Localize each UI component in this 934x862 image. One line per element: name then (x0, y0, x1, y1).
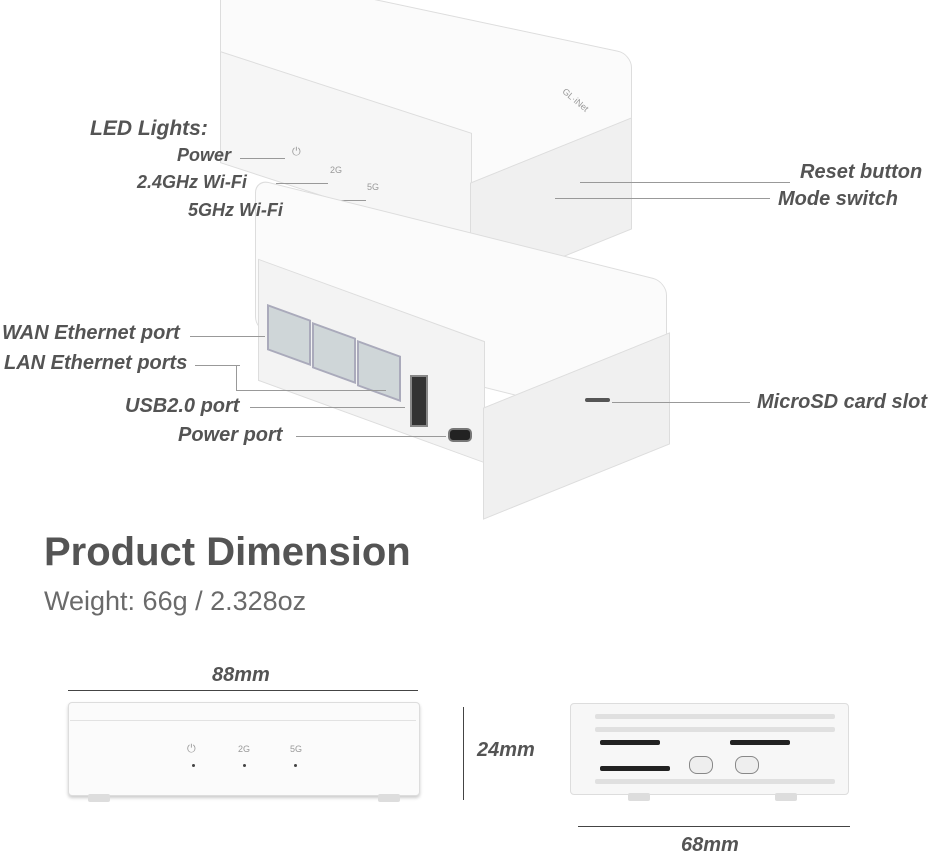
width-dimension-line (68, 690, 418, 691)
mode-switch-label: Mode switch (778, 188, 899, 210)
side-mode-switch (735, 756, 759, 774)
side-reset-button (689, 756, 713, 774)
usb-port (410, 375, 428, 427)
microsd-label: MicroSD card slot (757, 391, 928, 413)
router-front-view (68, 702, 420, 796)
power-led-label: Power (177, 145, 232, 165)
wifi24-led-label: 2.4GHz Wi-Fi (137, 172, 247, 192)
height-dimension-line (463, 707, 464, 800)
depth-label: 68mm (681, 834, 739, 856)
led-2g-label: 2G (330, 165, 343, 175)
led-5g-label: 5G (367, 182, 380, 192)
wifi5-led-label: 5GHz Wi-Fi (188, 200, 283, 220)
width-label: 88mm (212, 664, 270, 686)
power-port-label: Power port (178, 424, 283, 446)
weight-text: Weight: 66g / 2.328oz (44, 586, 307, 616)
reset-button-label: Reset button (800, 161, 923, 183)
wan-port-label: WAN Ethernet port (2, 322, 180, 344)
led-lights-label: LED Lights: (90, 117, 208, 140)
microsd-slot (585, 398, 610, 402)
depth-dimension-line (578, 826, 850, 827)
front-2g-label: 2G (238, 744, 251, 754)
lan-port-label: LAN Ethernet ports (4, 352, 188, 374)
front-power-icon: ⏻ (187, 743, 196, 755)
height-label: 24mm (477, 739, 535, 761)
usb-port-label: USB2.0 port (125, 395, 240, 417)
power-port-socket (448, 428, 472, 442)
dimension-title: Product Dimension (44, 530, 411, 574)
power-icon: ⏻ (292, 146, 301, 158)
front-5g-label: 5G (290, 744, 303, 754)
